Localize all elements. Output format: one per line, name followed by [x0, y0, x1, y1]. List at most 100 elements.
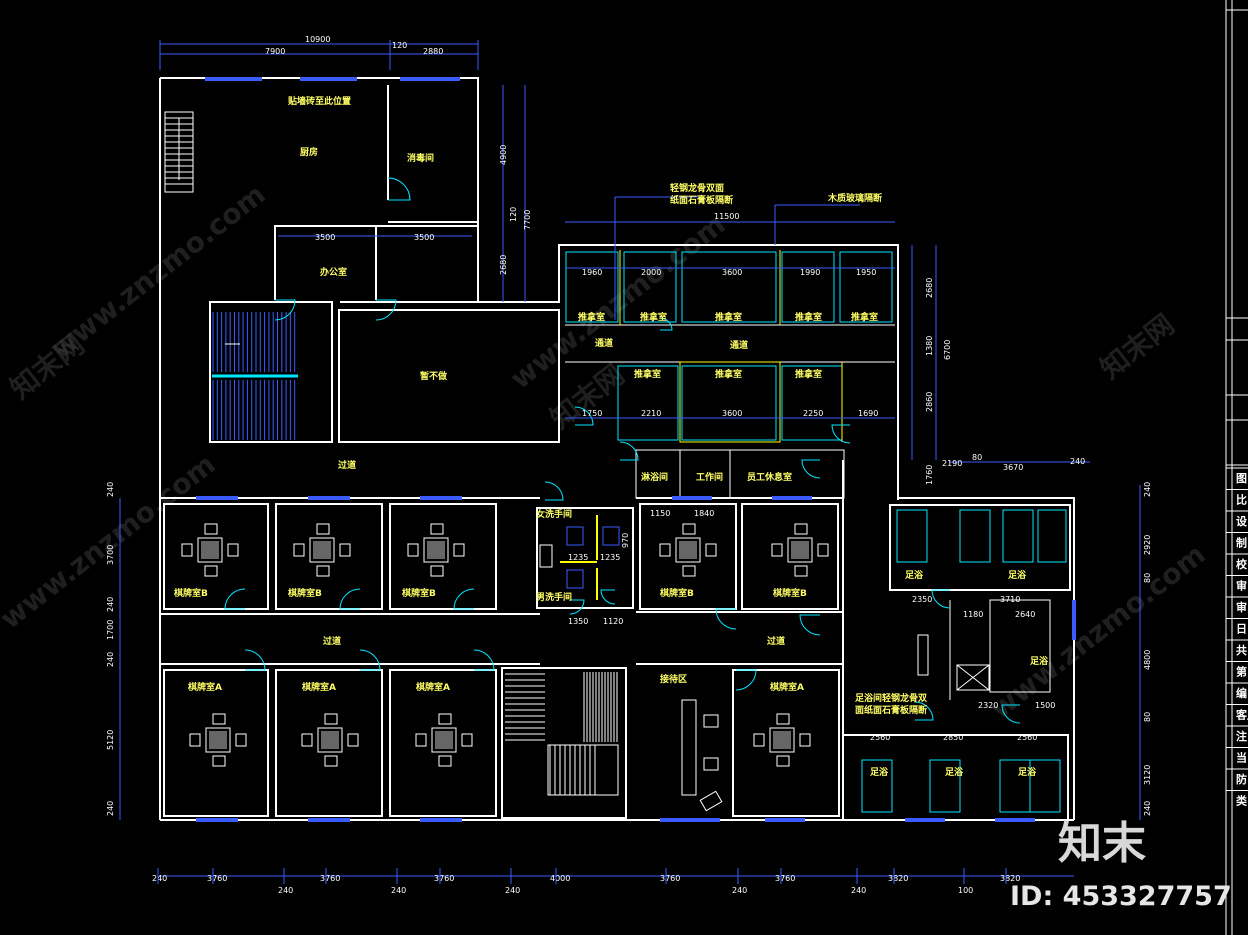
door [914, 701, 934, 721]
watermark-site: www.znzmo.com [44, 178, 272, 366]
disinfect-label: 消毒间 [407, 152, 434, 164]
title-block-cell: 共 [1236, 643, 1247, 657]
door [1001, 704, 1021, 724]
massage-label: 推拿室 [640, 311, 667, 323]
dim-right-v2: 80 [1143, 573, 1152, 583]
dim-left-v: 5120 [106, 730, 115, 750]
door [359, 649, 381, 671]
dim-bottom: 240 [505, 886, 520, 895]
dim-ext-3: 240 [1070, 457, 1085, 466]
mahjong-a-label: 棋牌室A [769, 681, 804, 693]
dim-top-gap: 120 [392, 41, 407, 50]
watermark-brand: 知末网 [1094, 308, 1181, 386]
mahjong-table [753, 713, 811, 767]
dim-left-v: 240 [106, 652, 115, 667]
door [831, 424, 851, 444]
dim-foot: 3710 [1000, 595, 1020, 604]
dim-massage-width: 1950 [856, 268, 876, 277]
dim-massage-width: 1960 [582, 268, 602, 277]
door [574, 406, 594, 426]
dim-wc: 1235 [600, 553, 620, 562]
dimension-texts: 10900 120 7900 2880 3500 3500 4900 120 7… [106, 35, 1152, 895]
dim-bottom: 3760 [207, 874, 227, 883]
mahjong-table [659, 523, 717, 577]
work-label: 工作间 [696, 471, 723, 483]
title-block-cell: 注 [1236, 729, 1247, 743]
dim-massage-width: 1990 [800, 268, 820, 277]
dim-bottom: 100 [958, 886, 973, 895]
tile-note: 贴墙砖至此位置 [288, 95, 351, 107]
foot-bath-label: 足浴 [905, 569, 924, 581]
dimension-lines [119, 40, 1141, 877]
main-stair-bottom [505, 672, 618, 795]
title-block-cell: 比 [1236, 493, 1247, 507]
reception-desk [681, 699, 723, 812]
mahjong-table [293, 523, 351, 577]
dim-left-v: 240 [106, 801, 115, 816]
mahjong-table [181, 523, 239, 577]
partition-notes: 轻钢龙骨双面 纸面石膏板隔断 木质玻璃隔断 足浴间轻钢龙骨双 面纸面石膏板隔断 [670, 182, 927, 716]
dim-left-v: 3700 [106, 545, 115, 565]
mahjong-table [189, 713, 247, 767]
passage-label-right: 通道 [730, 339, 748, 351]
door [801, 459, 821, 479]
dim-bottom: 3820 [1000, 874, 1020, 883]
dim-wc: 970 [621, 533, 630, 548]
reception-label: 接待区 [660, 673, 687, 685]
dim-right-v-1: 1380 [925, 336, 934, 356]
dim-foot: 2560 [1017, 733, 1037, 742]
door [799, 614, 821, 636]
dim-foot: 2320 [978, 701, 998, 710]
dim-ext-1760: 1760 [925, 465, 934, 485]
foot-bath-label: 足浴 [1030, 655, 1049, 667]
dim-right-v-3: 2860 [925, 392, 934, 412]
title-block-cell: 设 [1236, 514, 1248, 528]
partition-wood-note: 木质玻璃隔断 [827, 192, 882, 204]
wc-fixtures [539, 515, 620, 600]
dim-foot: 1180 [963, 610, 983, 619]
dim-bottom: 4000 [550, 874, 570, 883]
massage-label: 推拿室 [795, 311, 822, 323]
partition-gypsum-note-1: 轻钢龙骨双面 [670, 182, 724, 194]
dim-right-v2: 80 [1143, 712, 1152, 722]
title-block-cell: 日 [1236, 623, 1247, 636]
brand-logo-text: 知末 [1058, 818, 1146, 869]
dim-wc: 1150 [650, 509, 670, 518]
dim-bottom: 3760 [434, 874, 454, 883]
dim-lower-width: 3600 [722, 409, 742, 418]
foot-partition-note-1: 足浴间轻钢龙骨双 [855, 692, 927, 704]
title-block-cell: 类 [1236, 794, 1248, 808]
title-block-cell: 审 [1236, 600, 1247, 614]
door [387, 177, 411, 201]
dim-foot: 1500 [1035, 701, 1055, 710]
massage-rooms [565, 250, 893, 443]
door [600, 589, 616, 605]
men-wc-label: 男洗手间 [536, 591, 572, 603]
corridor-label: 过道 [338, 459, 356, 471]
dim-right-v2: 2920 [1143, 535, 1152, 555]
dim-left-v: 240 [106, 482, 115, 497]
door [715, 608, 737, 630]
title-block-cell: 防 [1236, 772, 1247, 786]
mahjong-a-label: 棋牌室A [301, 681, 336, 693]
title-block-cell: 第 [1236, 665, 1247, 679]
dim-foot: 2350 [912, 595, 932, 604]
foot-bath-label: 足浴 [945, 766, 964, 778]
dim-wc: 1235 [568, 553, 588, 562]
massage-label: 推拿室 [715, 368, 742, 380]
dim-lower-width: 2250 [803, 409, 823, 418]
partition-gypsum-note-2: 纸面石膏板隔断 [670, 194, 733, 206]
dim-lower-width: 1750 [582, 409, 602, 418]
mahjong-tables [181, 523, 829, 767]
dim-v-7700: 7700 [523, 210, 532, 230]
corridor-label-3: 过道 [767, 635, 785, 647]
dim-massage-width: 2000 [641, 268, 661, 277]
staff-rest-label: 员工休息室 [747, 471, 792, 483]
title-block: 图比设制校审审日共第编客户注当防类 [1225, 0, 1248, 935]
title-block-cell: 审 [1236, 579, 1247, 593]
passage-label-left: 通道 [595, 337, 613, 349]
door [659, 317, 673, 331]
mahjong-table [415, 713, 473, 767]
dim-left-v: 1700 [106, 620, 115, 640]
door [244, 649, 266, 671]
